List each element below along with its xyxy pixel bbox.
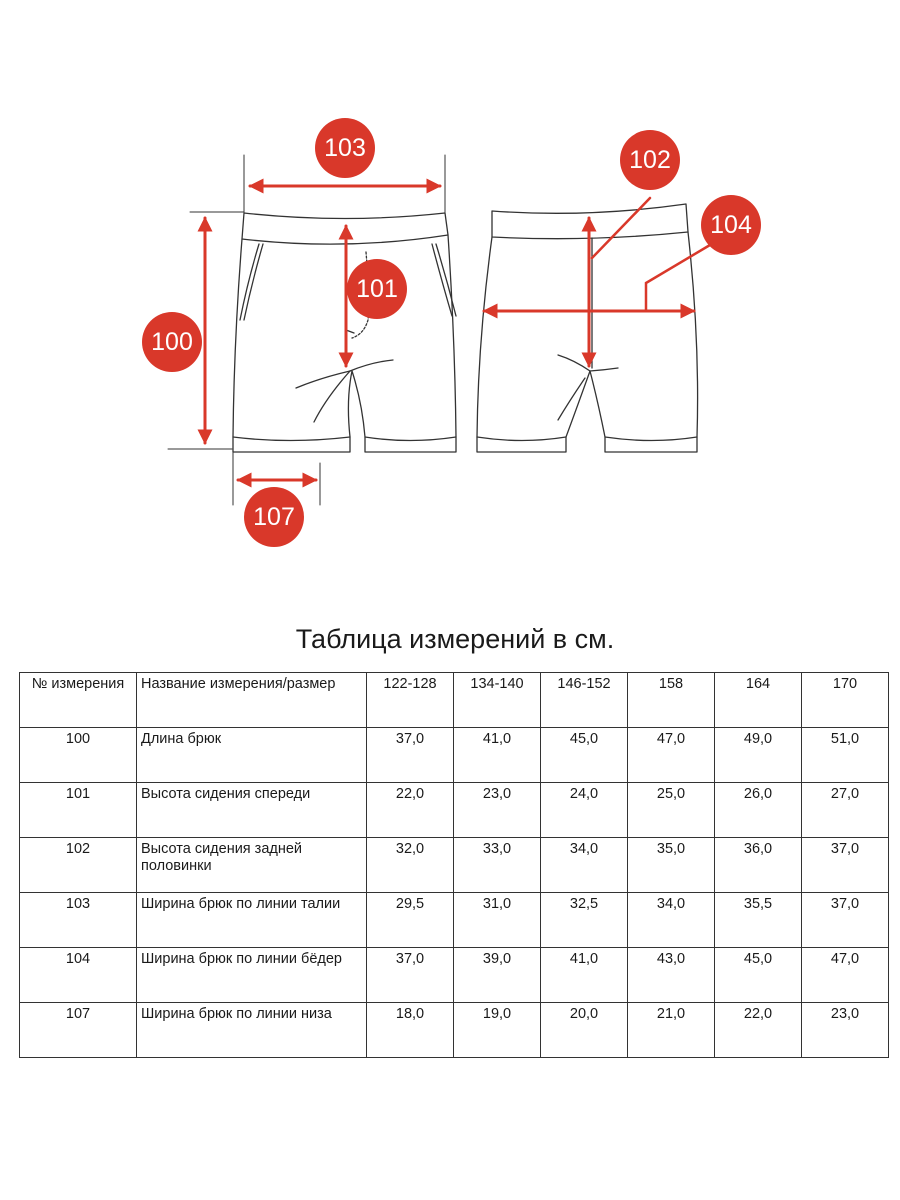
row-value: 45,0 <box>714 947 802 1003</box>
row-value: 43,0 <box>627 947 715 1003</box>
table-header-row: № измерения Название измерения/размер 12… <box>19 672 889 728</box>
row-value: 23,0 <box>801 1002 889 1058</box>
svg-text:102: 102 <box>629 146 671 174</box>
table-row: 100 Длина брюк 37,0 41,0 45,0 47,0 49,0 … <box>19 727 889 783</box>
header-measure-number: № измерения <box>19 672 137 728</box>
row-value: 37,0 <box>366 727 454 783</box>
row-value: 34,0 <box>540 837 628 893</box>
row-value: 35,5 <box>714 892 802 948</box>
row-measure-name: Высота сидения спереди <box>136 782 367 838</box>
row-value: 18,0 <box>366 1002 454 1058</box>
header-size: 158 <box>627 672 715 728</box>
header-size: 164 <box>714 672 802 728</box>
row-measure-name: Ширина брюк по линии бёдер <box>136 947 367 1003</box>
row-value: 25,0 <box>627 782 715 838</box>
row-value: 45,0 <box>540 727 628 783</box>
row-value: 23,0 <box>453 782 541 838</box>
row-value: 39,0 <box>453 947 541 1003</box>
row-measure-number: 101 <box>19 782 137 838</box>
measurement-lines <box>167 154 712 506</box>
row-value: 32,5 <box>540 892 628 948</box>
callout-103: 103 <box>315 118 375 178</box>
shorts-measurement-diagram: 100 101 102 103 104 107 <box>142 118 761 547</box>
callout-107: 107 <box>244 487 304 547</box>
row-measure-number: 102 <box>19 837 137 893</box>
shorts-front-view <box>232 212 457 453</box>
shorts-back-view <box>476 203 699 453</box>
table-row: 104 Ширина брюк по линии бёдер 37,0 39,0… <box>19 947 889 1003</box>
header-size: 122-128 <box>366 672 454 728</box>
table-row: 107 Ширина брюк по линии низа 18,0 19,0 … <box>19 1002 889 1058</box>
row-value: 26,0 <box>714 782 802 838</box>
callout-104: 104 <box>701 195 761 255</box>
row-value: 22,0 <box>714 1002 802 1058</box>
row-value: 34,0 <box>627 892 715 948</box>
measurements-table: № измерения Название измерения/размер 12… <box>19 672 889 1058</box>
table-row: 103 Ширина брюк по линии талии 29,5 31,0… <box>19 892 889 948</box>
row-value: 20,0 <box>540 1002 628 1058</box>
row-value: 29,5 <box>366 892 454 948</box>
row-value: 47,0 <box>627 727 715 783</box>
row-measure-number: 107 <box>19 1002 137 1058</box>
row-value: 36,0 <box>714 837 802 893</box>
row-value: 33,0 <box>453 837 541 893</box>
row-measure-name: Длина брюк <box>136 727 367 783</box>
row-value: 32,0 <box>366 837 454 893</box>
svg-text:101: 101 <box>356 275 398 303</box>
row-value: 37,0 <box>801 892 889 948</box>
row-value: 35,0 <box>627 837 715 893</box>
row-measure-number: 103 <box>19 892 137 948</box>
row-value: 41,0 <box>453 727 541 783</box>
row-value: 27,0 <box>801 782 889 838</box>
row-value: 22,0 <box>366 782 454 838</box>
row-value: 51,0 <box>801 727 889 783</box>
callout-100: 100 <box>142 312 202 372</box>
row-value: 37,0 <box>366 947 454 1003</box>
header-measure-name: Название измерения/размер <box>136 672 367 728</box>
row-measure-number: 104 <box>19 947 137 1003</box>
header-size: 134-140 <box>453 672 541 728</box>
svg-text:103: 103 <box>324 134 366 162</box>
svg-text:104: 104 <box>710 211 752 239</box>
row-value: 41,0 <box>540 947 628 1003</box>
row-measure-name: Ширина брюк по линии талии <box>136 892 367 948</box>
row-value: 49,0 <box>714 727 802 783</box>
callout-101: 101 <box>347 259 407 319</box>
row-value: 21,0 <box>627 1002 715 1058</box>
row-measure-name: Высота сидения задней половинки <box>136 837 367 893</box>
row-value: 47,0 <box>801 947 889 1003</box>
svg-text:107: 107 <box>253 503 295 531</box>
header-size: 146-152 <box>540 672 628 728</box>
table-row: 101 Высота сидения спереди 22,0 23,0 24,… <box>19 782 889 838</box>
table-row: 102 Высота сидения задней половинки 32,0… <box>19 837 889 893</box>
row-value: 31,0 <box>453 892 541 948</box>
svg-text:100: 100 <box>151 328 193 356</box>
table-title: Таблица измерений в см. <box>295 624 615 654</box>
callout-102: 102 <box>620 130 680 190</box>
header-size: 170 <box>801 672 889 728</box>
row-value: 37,0 <box>801 837 889 893</box>
row-measure-number: 100 <box>19 727 137 783</box>
row-value: 24,0 <box>540 782 628 838</box>
row-value: 19,0 <box>453 1002 541 1058</box>
row-measure-name: Ширина брюк по линии низа <box>136 1002 367 1058</box>
